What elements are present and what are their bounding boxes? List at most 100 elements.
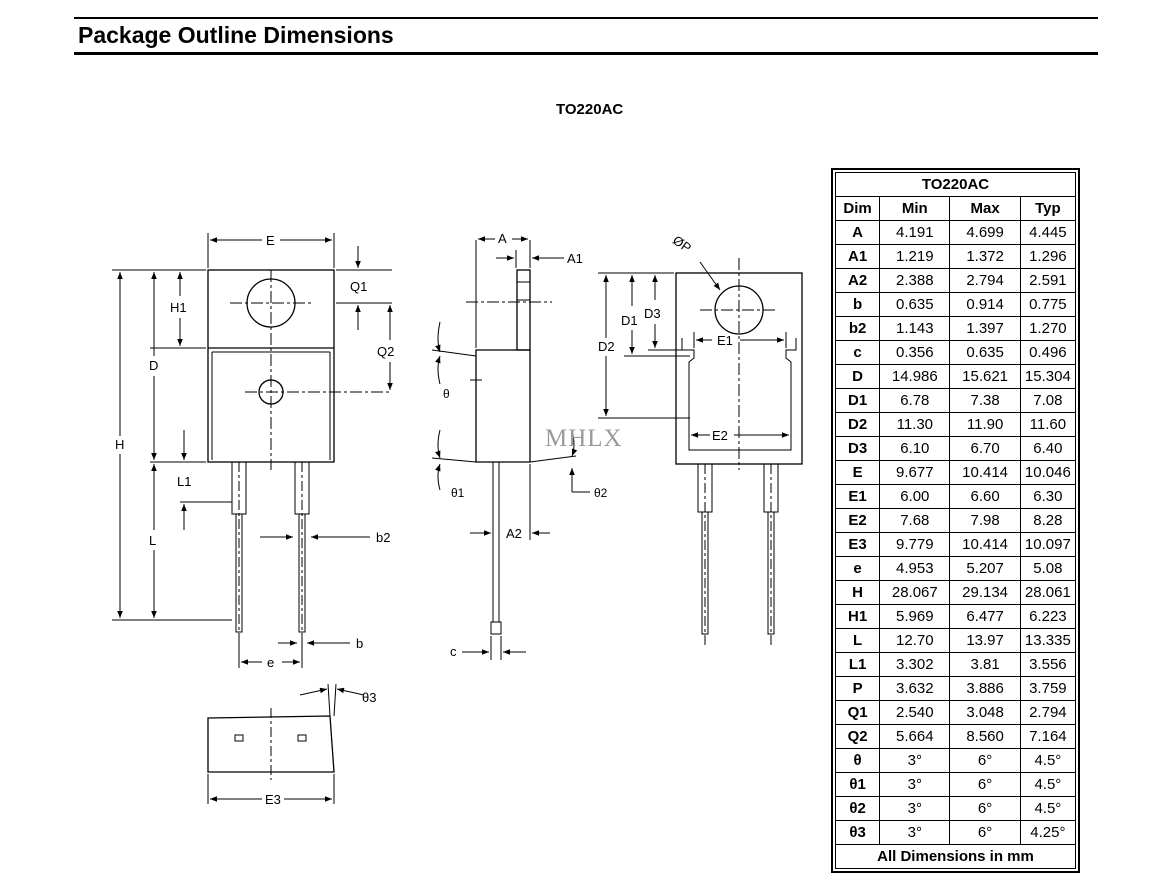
dim-value-cell: 5.207: [949, 556, 1021, 581]
dim-name-cell: D2: [834, 412, 881, 437]
dim-value-cell: 5.969: [879, 604, 951, 629]
dim-value-cell: 13.335: [1019, 628, 1077, 653]
dim-value-cell: 3.556: [1019, 652, 1077, 677]
dim-value-cell: 3.886: [949, 676, 1021, 701]
label-theta2: θ2: [594, 486, 608, 500]
label-theta3: θ3: [362, 690, 376, 705]
label-c: c: [450, 644, 457, 659]
label-H1: H1: [170, 300, 187, 315]
dim-name-cell: Q2: [834, 724, 881, 749]
dim-value-cell: 4.445: [1019, 220, 1077, 245]
package-outline-drawing: E Q1 H1 Q2 D H L1 L b2 b e E3 θ3: [112, 231, 803, 807]
dim-name-cell: E2: [834, 508, 881, 533]
label-A1: A1: [567, 251, 583, 266]
label-theta1: θ1: [451, 486, 465, 500]
front-view: [112, 233, 393, 668]
dim-value-cell: 6°: [949, 772, 1021, 797]
dim-value-cell: 5.664: [879, 724, 951, 749]
dim-name-cell: D3: [834, 436, 881, 461]
dim-name-cell: A1: [834, 244, 881, 269]
dim-value-cell: 10.414: [949, 532, 1021, 557]
label-D3: D3: [644, 306, 661, 321]
label-E1: E1: [717, 333, 733, 348]
dim-name-cell: θ2: [834, 796, 881, 821]
side-view: [431, 236, 590, 660]
dim-name-cell: e: [834, 556, 881, 581]
dim-value-cell: 3.302: [879, 652, 951, 677]
dim-value-cell: 9.779: [879, 532, 951, 557]
dim-value-cell: 2.794: [949, 268, 1021, 293]
dim-value-cell: 28.061: [1019, 580, 1077, 605]
dim-value-cell: 11.30: [879, 412, 951, 437]
label-b: b: [356, 636, 363, 651]
label-b2: b2: [376, 530, 390, 545]
dim-value-cell: 4.5°: [1019, 772, 1077, 797]
dim-value-cell: 4.953: [879, 556, 951, 581]
dim-name-cell: A: [834, 220, 881, 245]
table-title: TO220AC: [835, 172, 1076, 197]
dim-name-cell: c: [834, 340, 881, 365]
dim-value-cell: 4.191: [879, 220, 951, 245]
watermark: MHLX: [545, 425, 623, 452]
dim-value-cell: 0.356: [879, 340, 951, 365]
dim-name-cell: L1: [834, 652, 881, 677]
dim-value-cell: 6°: [949, 820, 1021, 845]
dim-value-cell: 7.38: [949, 388, 1021, 413]
dim-value-cell: 3°: [879, 772, 951, 797]
label-L1: L1: [177, 474, 191, 489]
label-E: E: [266, 233, 275, 248]
dim-value-cell: 7.08: [1019, 388, 1077, 413]
dim-value-cell: 4.25°: [1019, 820, 1077, 845]
top-rule: [74, 17, 1098, 19]
label-e: e: [267, 655, 274, 670]
dim-value-cell: 7.98: [949, 508, 1021, 533]
dim-value-cell: 3.632: [879, 676, 951, 701]
dim-value-cell: 15.621: [949, 364, 1021, 389]
label-A2: A2: [506, 526, 522, 541]
label-D1: D1: [621, 313, 638, 328]
dim-value-cell: 8.28: [1019, 508, 1077, 533]
dim-value-cell: 4.5°: [1019, 748, 1077, 773]
dim-value-cell: 7.164: [1019, 724, 1077, 749]
dim-value-cell: 11.90: [949, 412, 1021, 437]
dim-value-cell: 14.986: [879, 364, 951, 389]
dim-name-cell: θ: [834, 748, 881, 773]
dim-value-cell: 4.699: [949, 220, 1021, 245]
dim-value-cell: 10.046: [1019, 460, 1077, 485]
dim-value-cell: 6.10: [879, 436, 951, 461]
dim-value-cell: 1.397: [949, 316, 1021, 341]
dim-value-cell: 10.097: [1019, 532, 1077, 557]
dim-value-cell: 6.40: [1019, 436, 1077, 461]
dim-value-cell: 1.219: [879, 244, 951, 269]
dim-value-cell: 6°: [949, 796, 1021, 821]
dim-name-cell: A2: [834, 268, 881, 293]
table-header-cell: Dim: [834, 196, 881, 221]
dim-value-cell: 2.591: [1019, 268, 1077, 293]
dim-value-cell: 3°: [879, 748, 951, 773]
dim-value-cell: 8.560: [949, 724, 1021, 749]
dim-name-cell: P: [834, 676, 881, 701]
dim-value-cell: 11.60: [1019, 412, 1077, 437]
dim-value-cell: 1.270: [1019, 316, 1077, 341]
dim-name-cell: b2: [834, 316, 881, 341]
dim-value-cell: 0.635: [879, 292, 951, 317]
